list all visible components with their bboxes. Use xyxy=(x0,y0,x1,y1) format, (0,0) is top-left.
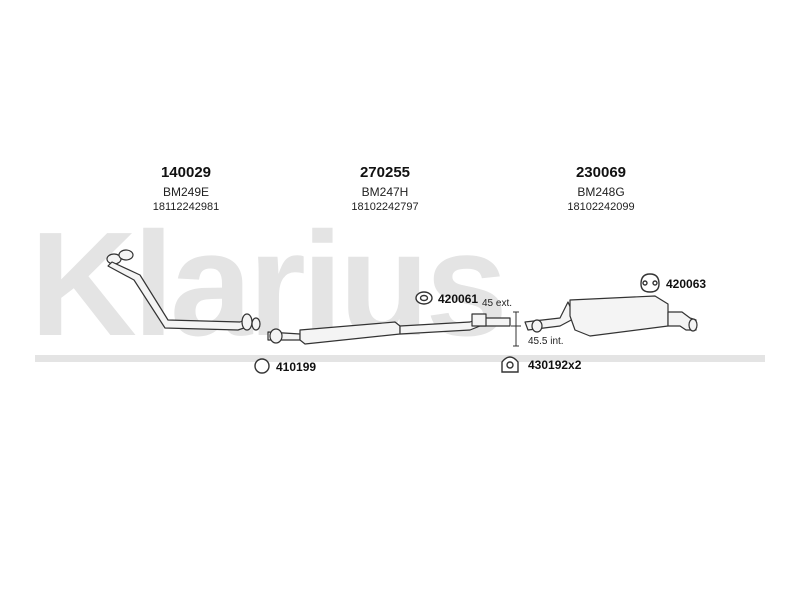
centre-silencer-drawing xyxy=(267,313,511,345)
rear-inlet-flange xyxy=(531,319,543,333)
part-code: BM248G xyxy=(577,185,625,199)
dimension-int-label: 45.5 int. xyxy=(528,336,564,347)
part-code: BM249E xyxy=(162,185,210,199)
part-code: BM247H xyxy=(361,185,409,199)
part-number: 270255 xyxy=(359,164,411,181)
part-oem-number: 18112242981 xyxy=(152,201,220,213)
rubber-hanger-icon xyxy=(640,273,660,293)
front-pipe-outlet-flange xyxy=(241,313,253,331)
part-number: 230069 xyxy=(575,164,627,181)
centre-outlet-pipe xyxy=(399,317,511,335)
part-block-rear-silencer: 230069 BM248G 18102242099 xyxy=(521,164,681,214)
accessory-label-410199: 410199 xyxy=(276,360,317,374)
rear-silencer-drawing xyxy=(524,295,698,337)
accessory-label-420063: 420063 xyxy=(666,277,707,291)
front-pipe-drawing xyxy=(106,249,261,331)
front-pipe-flange-right xyxy=(118,249,134,261)
front-pipe-body xyxy=(107,261,251,331)
dimension-marker xyxy=(511,311,521,347)
front-pipe-outlet-ring xyxy=(251,317,261,331)
part-block-centre-silencer: 270255 BM247H 18102242797 xyxy=(305,164,465,214)
part-oem-number: 18102242797 xyxy=(351,201,419,213)
dimension-ext-label: 45 ext. xyxy=(482,298,513,309)
gasket-ring-icon xyxy=(254,358,270,374)
brand-watermark-bar xyxy=(35,355,765,362)
part-oem-number: 18102242099 xyxy=(567,201,635,213)
rubber-hanger-ring-icon xyxy=(415,291,433,305)
part-number: 140029 xyxy=(160,164,212,181)
clamp-icon xyxy=(501,356,519,373)
rear-tailpipe-end xyxy=(688,318,698,332)
accessory-label-430192: 430192x2 xyxy=(528,358,582,372)
centre-inlet-flange xyxy=(269,328,283,344)
centre-silencer-box xyxy=(299,321,401,345)
part-block-front-pipe: 140029 BM249E 18112242981 xyxy=(106,164,266,214)
accessory-label-420061: 420061 xyxy=(438,292,479,306)
rear-silencer-box xyxy=(569,295,669,337)
centre-hanger-bracket xyxy=(471,313,487,327)
